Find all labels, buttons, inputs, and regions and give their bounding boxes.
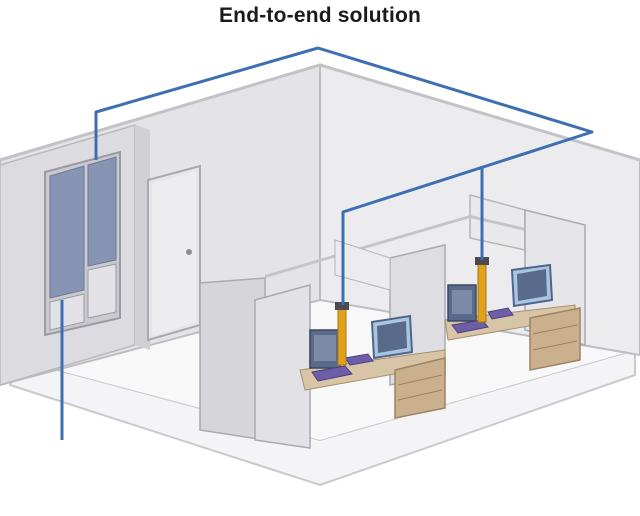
keyboard2-left (344, 353, 374, 366)
monitor-screen-left-back (314, 335, 336, 361)
left-partition-front (135, 125, 150, 350)
keyboard-left (311, 365, 353, 382)
door (147, 164, 201, 342)
diagram-title: End-to-end solution (218, 4, 422, 27)
cubicle-back-panel-left (334, 239, 391, 291)
pole-left (337, 306, 347, 366)
workstation-right (444, 257, 581, 371)
wiring-closet (44, 150, 121, 337)
keyboard-right (451, 319, 489, 334)
pole-right (477, 261, 487, 323)
cubicle-divider-front (254, 284, 311, 449)
cable-backbone (94, 46, 594, 305)
pole-cap-right (475, 257, 489, 265)
cabinet-left (394, 357, 446, 419)
workstation-left (299, 302, 446, 419)
wall-top-edge (0, 63, 640, 162)
keyboard2-right (487, 307, 514, 320)
door-knob (186, 249, 192, 255)
cabinet-right (529, 307, 581, 371)
pole-cap-left (335, 302, 349, 310)
network-cabling (60, 46, 594, 440)
